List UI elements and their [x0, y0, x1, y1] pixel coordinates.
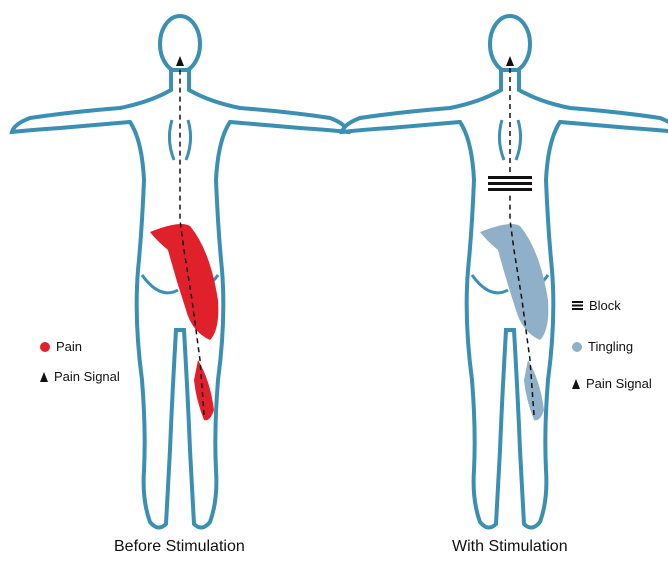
legend-pain-signal: Pain Signal: [572, 376, 652, 391]
legend-label: Block: [589, 298, 621, 313]
red-dot-icon: [40, 342, 50, 352]
legend-pain: Pain: [40, 339, 82, 354]
legend-label: Pain Signal: [54, 369, 120, 384]
legend-label: Pain: [56, 339, 82, 354]
signal-block: [488, 176, 532, 191]
body-figure-with: [342, 16, 668, 528]
caption-before: Before Stimulation: [114, 538, 245, 556]
triangle-icon: [572, 379, 580, 389]
legend-tingling: Tingling: [572, 339, 633, 354]
triangle-icon: [40, 372, 48, 382]
legend-block: Block: [572, 298, 621, 313]
body-figure-before: [12, 16, 348, 528]
legend-label: Pain Signal: [586, 376, 652, 391]
caption-with: With Stimulation: [452, 538, 568, 556]
legend-pain-signal: Pain Signal: [40, 369, 120, 384]
blue-dot-icon: [572, 342, 582, 352]
legend-label: Tingling: [588, 339, 633, 354]
block-bars-icon: [572, 301, 583, 310]
